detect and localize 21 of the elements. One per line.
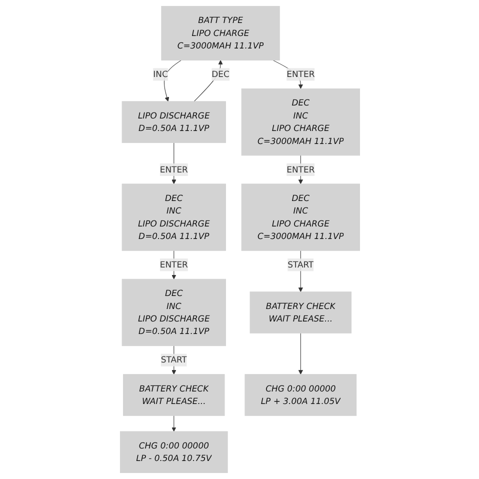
arrow: [171, 415, 176, 432]
node-box: DEC INC LIPO CHARGE C=3000MAH 11.1VP: [240, 88, 360, 156]
edge-label: ENTER: [159, 164, 188, 174]
node-box: DEC INC LIPO DISCHARGE D=0.50A 11.1VP: [121, 184, 226, 251]
edge-label: START: [160, 354, 186, 365]
node-box: BATTERY CHECK WAIT PLEASE...: [122, 374, 224, 416]
edge-label: START: [287, 260, 314, 270]
node-box: LIPO DISCHARGE D=0.50A 11.1VP: [121, 101, 226, 143]
edge-label: DEC: [211, 69, 229, 80]
node-box: CHG 0:00 00000 LP - 0.50A 10.75V: [119, 431, 228, 474]
node-box: BATT TYPE LIPO CHARGE C=3000MAH 11.1VP: [160, 6, 280, 60]
arrow: [163, 60, 182, 102]
edge-label: ENTER: [159, 260, 188, 270]
node-box: DEC INC LIPO CHARGE C=3000MAH 11.1VP: [240, 184, 360, 251]
edge-label: ENTER: [286, 69, 314, 80]
node-box: CHG 0:00 00000 LP + 3.00A 11.05V: [244, 374, 356, 416]
node-box: DEC INC LIPO DISCHARGE D=0.50A 11.1VP: [121, 278, 226, 346]
edge-label: INC: [152, 69, 168, 80]
node-box: BATTERY CHECK WAIT PLEASE...: [249, 292, 352, 334]
arrow: [298, 332, 302, 375]
edge-label: ENTER: [286, 164, 314, 174]
